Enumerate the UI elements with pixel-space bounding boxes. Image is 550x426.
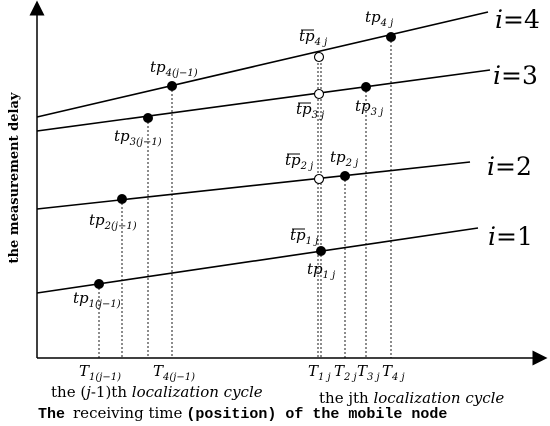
point-tp2-prev	[117, 194, 127, 204]
line-i3	[36, 69, 491, 132]
label-tpbar3: tp3 j	[296, 100, 324, 121]
label-tpbar1: tp1 j	[290, 226, 318, 247]
tick-T4j: T4 j	[382, 362, 405, 383]
svg-text:tp4 j: tp4 j	[299, 27, 327, 48]
tick-T1-prev: T1(j−1)	[79, 362, 121, 383]
point-tp4-prev	[167, 81, 177, 91]
label-tp3-prev: tp3(j−1)	[114, 127, 162, 148]
point-tp3-prev	[143, 113, 153, 123]
point-tp1-prev	[94, 279, 104, 289]
point-tpbar3	[313, 88, 325, 100]
label-i1: i=1	[488, 222, 533, 251]
tick-T2j: T2 j	[334, 362, 357, 383]
label-tp1-prev: tp1(j−1)	[73, 289, 121, 310]
label-tp2-prev: tp2(j−1)	[89, 211, 137, 232]
label-tp4-curr: tp4 j	[365, 8, 393, 29]
curr-cycle-label: the jth localization cycle	[319, 389, 504, 407]
tick-T1j: T1 j	[308, 362, 331, 383]
filled-points	[94, 32, 396, 289]
point-tp3-curr	[361, 82, 371, 92]
y-axis-label: the measurement delay	[7, 92, 22, 263]
label-i3: i=3	[493, 61, 538, 90]
open-points	[313, 51, 325, 185]
projection-lines	[98, 37, 392, 358]
label-tp1-curr: tp1 j	[307, 260, 335, 281]
line-i4	[36, 11, 489, 118]
point-tpbar2	[313, 173, 325, 185]
label-tp3-curr: tp3 j	[355, 97, 383, 118]
line-i1	[36, 227, 479, 294]
tick-T3j: T3 j	[357, 362, 380, 383]
label-i2: i=2	[487, 152, 532, 181]
prev-cycle-label: the (j-1)th localization cycle	[51, 383, 263, 401]
label-i4: i=4	[495, 5, 540, 34]
line-i2	[36, 161, 471, 210]
label-tpbar4: tp4 j	[299, 27, 327, 48]
point-tp4-curr	[386, 32, 396, 42]
label-tp2-curr: tp2 j	[330, 148, 358, 169]
point-tp2-curr	[340, 171, 350, 181]
label-tp4-prev: tp4(j−1)	[150, 58, 198, 79]
label-tpbar2: tp2 j	[285, 151, 313, 172]
svg-text:tp2 j: tp2 j	[285, 151, 313, 172]
svg-text:tp3 j: tp3 j	[296, 100, 324, 121]
point-tpbar4	[313, 51, 325, 63]
point-tp1-curr	[316, 246, 326, 256]
tick-T4-prev: T4(j−1)	[153, 362, 195, 383]
svg-text:tp1 j: tp1 j	[290, 226, 318, 247]
